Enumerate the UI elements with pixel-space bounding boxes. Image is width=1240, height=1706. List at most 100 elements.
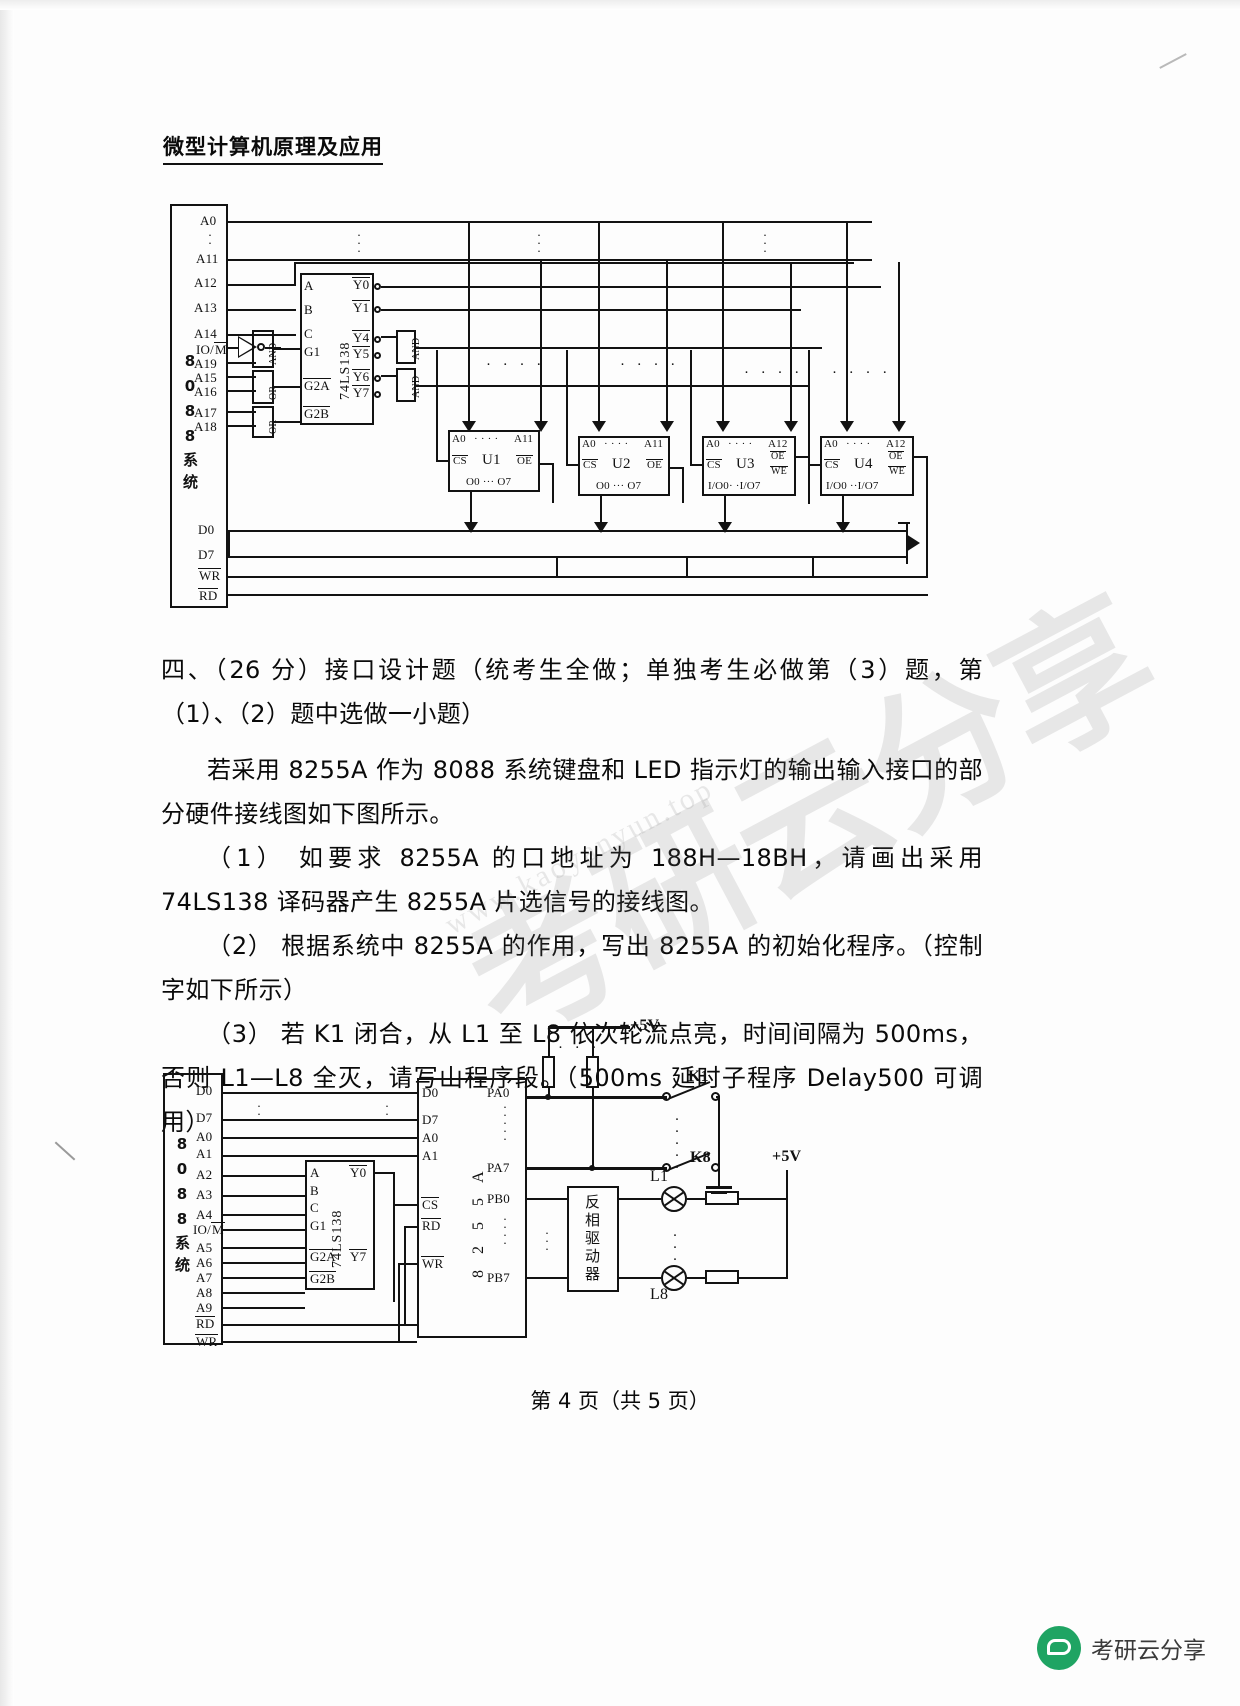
chip-u3-name: U3	[736, 456, 755, 472]
addr-bridge-a12	[294, 262, 296, 286]
pin-a18: A18	[194, 419, 217, 434]
ppi-pin-pb0: PB0	[487, 1191, 511, 1206]
inverting-driver-label: 反相驱动器	[583, 1194, 601, 1284]
addr-line-a14	[226, 334, 296, 336]
question-4-intro: 若采用 8255A 作为 8088 系统键盘和 LED 指示灯的输出输入接口的部…	[161, 756, 983, 828]
scan-top-shadow	[0, 0, 1240, 10]
b-line-a4	[223, 1214, 305, 1216]
u2-data-arrow	[594, 522, 608, 533]
wechat-icon	[1037, 1626, 1081, 1670]
ppi-pb-ellipsis: ....	[503, 1208, 507, 1247]
supply-bar-1	[548, 1026, 630, 1029]
ppi-pin-d7: D7	[422, 1112, 439, 1127]
b-decoder-out-y0: Y0	[349, 1165, 368, 1180]
decoder-out-y5: Y5	[352, 346, 371, 361]
page-footer: 第 4 页（共 5 页）	[530, 1389, 710, 1413]
led-l1-label: L1	[650, 1168, 669, 1185]
b-rd-to-ppi	[404, 1324, 418, 1326]
chip-u4-data: I/O0 ··I/O7	[826, 480, 879, 492]
bus-frame-bottom	[170, 606, 228, 608]
l8-wire-supply	[739, 1277, 787, 1279]
b-pin-a0: A0	[196, 1129, 213, 1144]
chip-u3-oe: OE	[770, 451, 786, 462]
u3-cs-wire-v	[690, 350, 692, 466]
switch-ellipsis: .....	[675, 1108, 679, 1172]
b-pin-d0: D0	[196, 1083, 213, 1098]
figure-memory-decoding: 8088系统 A0 .. A11 A12 A13 A14 IO/M A19 A1…	[0, 0, 1240, 640]
u4-oe-hook-v	[926, 456, 928, 576]
addr-line-a18	[226, 425, 256, 427]
u2-addr-v1	[598, 221, 600, 421]
b-pin-a8: A8	[196, 1285, 213, 1300]
decoder-out-y6: Y6	[352, 369, 371, 384]
b-decoder-in-c: C	[310, 1200, 319, 1215]
decoder-out-y4: Y4	[352, 330, 371, 345]
data-bus-bottom	[228, 556, 908, 558]
ppi-pin-a0: A0	[422, 1130, 439, 1145]
pin-io-m: IO/M	[196, 342, 228, 357]
and-gate-right-1	[396, 330, 416, 364]
l8-resistor	[705, 1270, 739, 1284]
u3-addr-v2	[790, 262, 792, 421]
b-line-a6	[223, 1262, 305, 1264]
b-decoder-74ls138	[305, 1160, 375, 1290]
b-line-rd	[223, 1324, 417, 1326]
chip-u1-oe: OE	[516, 455, 534, 467]
pullup-resistor-1	[542, 1056, 555, 1088]
l1-wire-out	[687, 1198, 705, 1200]
chip-u3-data: I/O0· ·I/O7	[708, 480, 761, 492]
wr-tap-u2	[556, 556, 558, 576]
u4-addr-arrow1	[840, 421, 854, 432]
u1-cs-wire-h	[436, 460, 450, 462]
question-4-item-2: （2） 根据系统中 8255A 的作用，写出 8255A 的初始化程序。（控制字…	[161, 932, 983, 1004]
u1-cs-wire-v	[436, 350, 438, 462]
data-bus-arrow-head	[906, 534, 920, 552]
u1-data-arrow	[464, 522, 478, 533]
u3-cs-wire-h	[690, 464, 704, 466]
g2a-out-line	[274, 386, 300, 388]
gnd-bar-1	[706, 1186, 732, 1189]
question-4-item-3: （3） 若 K1 闭合，从 L1 至 L8 依次轮流点亮，时间间隔为 500ms…	[161, 1020, 983, 1136]
u4-addr-v2	[898, 262, 900, 421]
pullup-resistor-2	[586, 1056, 599, 1088]
decoder-in-g2a: G2A	[303, 378, 331, 393]
chip-u2-oe: OE	[646, 459, 664, 471]
u2-addr-v2	[666, 259, 668, 421]
chip-u4-addr-lo: A0	[824, 438, 838, 450]
chip-u3-addr-lo: A0	[706, 438, 720, 450]
b-line-a1	[223, 1155, 417, 1157]
addr-ellipsis-1: ..	[208, 224, 212, 247]
addr-line-iom	[226, 347, 242, 349]
decoder-in-c: C	[304, 326, 313, 341]
u2-cs-wire-v	[566, 350, 568, 466]
l1-wire-in	[619, 1198, 661, 1200]
b-y0-out	[375, 1172, 395, 1174]
l8-wire-in	[619, 1277, 661, 1279]
decoder-in-g2b: G2B	[303, 406, 331, 421]
chip-u2	[578, 436, 670, 496]
b-line-a7	[223, 1277, 305, 1279]
u3-addr-arrow2	[784, 421, 798, 432]
b-line-wr	[223, 1341, 417, 1343]
chip-gap-dots-4: · · · ·	[832, 365, 892, 381]
wechat-badge: 考研云分享	[1037, 1626, 1206, 1670]
chip-u1-addr-hi: A11	[514, 433, 534, 445]
b-pin-iom: IO/M	[193, 1222, 225, 1237]
pa7-wire	[527, 1167, 667, 1170]
y5-bubble	[374, 352, 381, 359]
resistor-lead-1	[548, 1088, 550, 1096]
b-pin-a6: A6	[196, 1255, 213, 1270]
chip-u4-cs: CS	[824, 459, 840, 471]
page-title: 微型计算机原理及应用	[163, 131, 383, 165]
chip-8255a	[417, 1078, 527, 1338]
chip-u2-addr-hi: A11	[644, 438, 664, 450]
supply-drop-1	[548, 1026, 550, 1056]
wr-tap-u3	[686, 556, 688, 576]
decoder-in-b: B	[304, 302, 313, 317]
chip-u1-data: O0 ··· O7	[466, 476, 512, 488]
ppi-pin-pa0: PA0	[487, 1085, 510, 1100]
led-ellipsis: ...	[673, 1224, 677, 1264]
chip-u2-name: U2	[612, 456, 631, 472]
supply-label-1: +5V	[630, 1017, 660, 1034]
chip-u3-addr-dots: · · · ·	[728, 438, 753, 450]
